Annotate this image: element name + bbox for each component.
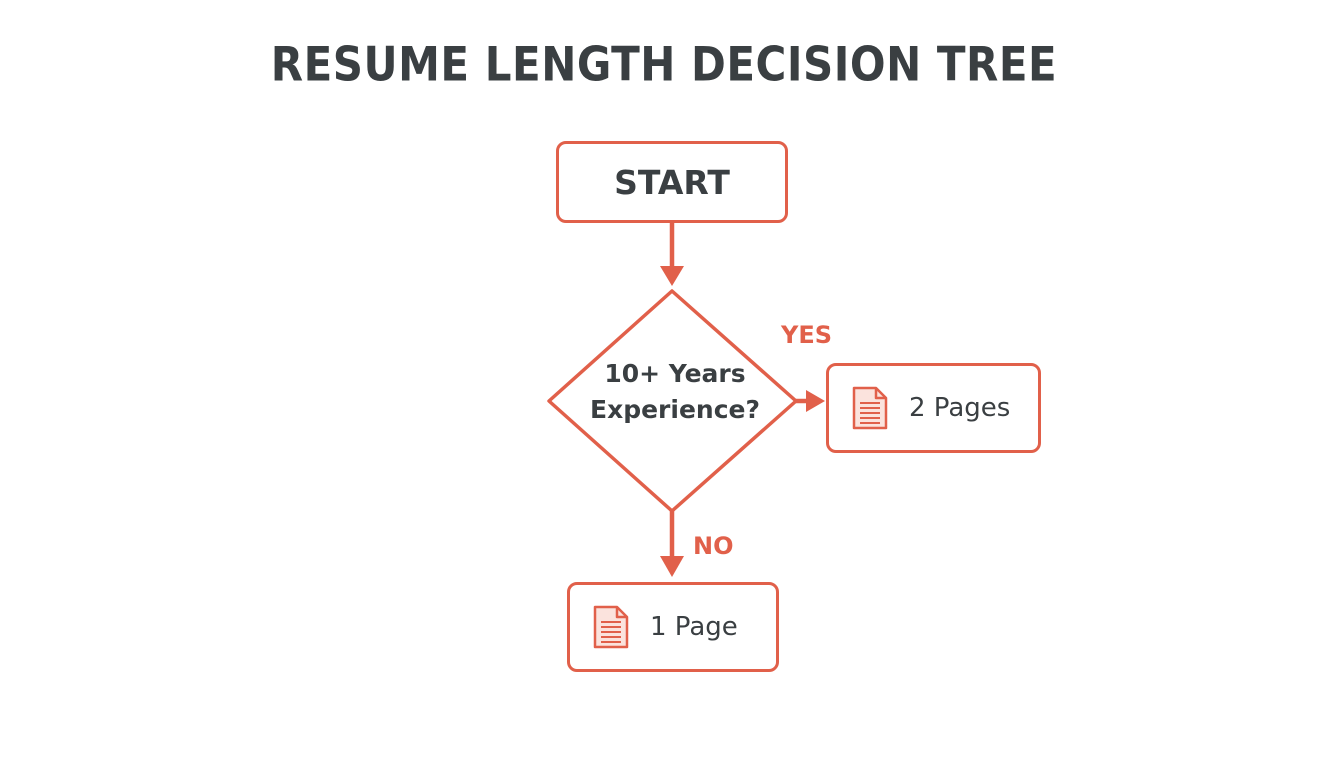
arrowhead-yes <box>806 390 825 412</box>
decision-label: 10+ Years Experience? <box>575 356 775 428</box>
document-icon <box>852 386 888 430</box>
start-node: START <box>556 141 788 223</box>
document-icon <box>593 605 629 649</box>
one-page-node: 1 Page <box>567 582 779 672</box>
decision-line-2: Experience? <box>590 395 760 424</box>
no-label: NO <box>693 532 734 560</box>
one-page-label: 1 Page <box>650 612 738 642</box>
start-label: START <box>614 162 730 202</box>
yes-label: YES <box>781 321 833 349</box>
decision-line-1: 10+ Years <box>604 359 746 388</box>
arrowhead-no <box>660 556 684 577</box>
two-pages-node: 2 Pages <box>826 363 1041 453</box>
page-title: RESUME LENGTH DECISION TREE <box>270 37 1058 92</box>
two-pages-label: 2 Pages <box>909 393 1011 423</box>
arrowhead-start-to-decision <box>660 266 684 286</box>
